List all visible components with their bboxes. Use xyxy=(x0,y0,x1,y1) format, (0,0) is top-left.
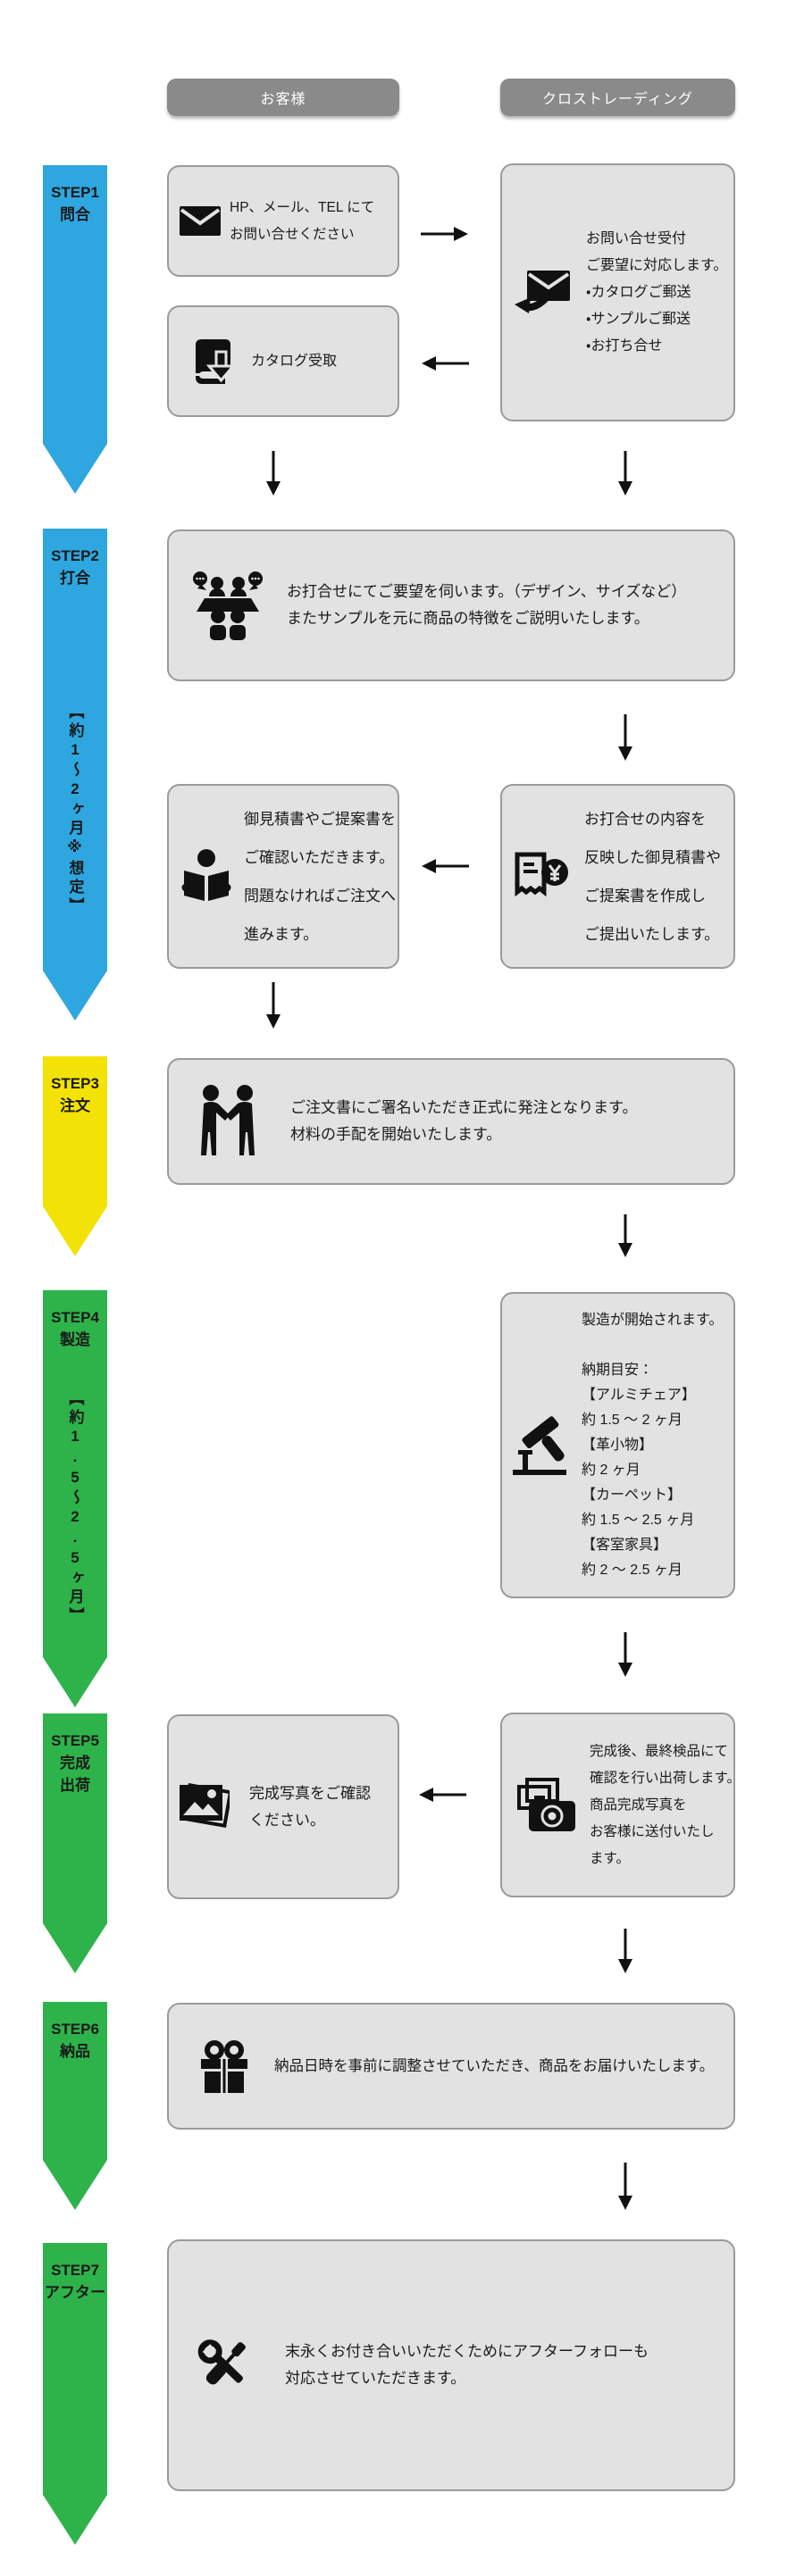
meeting-people-icon xyxy=(192,571,264,640)
flow-arrow-down-company-step2 xyxy=(616,714,634,765)
mail-icon xyxy=(180,206,221,236)
step1-customer-inquiry-text: HP、メール、TEL にてお問い合せください xyxy=(230,199,375,242)
step5-customer-photo-box: 完成写真をご確認ください。 xyxy=(167,1714,399,1899)
lane-pill-company-label: クロストレーディング xyxy=(542,92,693,107)
step1-company-reception-text: お問い合せ受付ご要望に対応します。・カタログご郵送・サンプルご郵送・お打ち合せ xyxy=(586,230,728,354)
step5-customer-photo-text: 完成写真をご確認ください。 xyxy=(249,1784,371,1829)
step1-company-reception-box: お問い合せ受付ご要望に対応します。・カタログご郵送・サンプルご郵送・お打ち合せ xyxy=(500,163,735,421)
flow-arrow-left-step1 xyxy=(421,354,469,377)
flow-arrow-down-customer-step2 xyxy=(264,982,282,1033)
step2-duration-label: 【約1～2ヶ月※想定】 xyxy=(66,704,84,916)
catalog-download-icon xyxy=(188,338,240,386)
step4-duration-label: 【約1.5～2.5ヶ月】 xyxy=(66,1390,84,1626)
step6-delivery-text: 納品日時を事前に調整させていただき、商品をお届けいたします。 xyxy=(274,2058,715,2074)
photos-icon xyxy=(178,1782,230,1831)
tools-aftercare-icon xyxy=(196,2335,253,2396)
flow-arrow-right-step1 xyxy=(421,225,469,247)
step3-order-text: ご注文書にご署名いただき正式に発注となります。材料の手配を開始いたします。 xyxy=(290,1099,638,1143)
handshake-icon xyxy=(196,1085,260,1158)
step2-company-estimate-box: お打合せの内容を反映した御見積書やご提案書を作成しご提出いたします。 xyxy=(500,784,735,969)
lane-pill-customer: お客様 xyxy=(167,79,399,116)
step2-meeting-box: お打合せにてご要望を伺います。（デザイン、サイズなど）またサンプルを元に商品の特… xyxy=(167,529,735,681)
estimate-yen-document-icon xyxy=(513,851,570,903)
step5-company-inspection-box: 完成後、最終検品にて確認を行い出荷します。商品完成写真をお客様に送付いたします。 xyxy=(500,1713,741,1897)
step5-company-inspection-text: 完成後、最終検品にて確認を行い出荷します。商品完成写真をお客様に送付いたします。 xyxy=(590,1743,741,1866)
mail-reply-icon xyxy=(515,270,570,315)
flow-arrow-left-step2 xyxy=(421,857,469,880)
flow-arrow-down-customer-step1 xyxy=(264,451,282,500)
step7-after-box: 末永くお付き合いいただくためにアフターフォローも対応させていただきます。 xyxy=(167,2239,735,2491)
step4-manufacturing-box: 製造が開始されます。 納期目安：【アルミチェア】約 1.5 ～ 2 ヶ月【革小物… xyxy=(500,1292,735,1598)
step2-company-estimate-text: お打合せの内容を反映した御見積書やご提案書を作成しご提出いたします。 xyxy=(584,810,721,943)
flow-arrow-down-company-step4 xyxy=(616,1632,634,1681)
flow-arrow-left-step5 xyxy=(418,1786,466,1808)
flow-arrow-down-company-step6 xyxy=(616,2163,634,2214)
step2-meeting-text: お打合せにてご要望を伺います。（デザイン、サイズなど）またサンプルを元に商品の特… xyxy=(287,583,687,627)
flow-arrow-down-company-step3 xyxy=(616,1214,634,1262)
step3-order-box: ご注文書にご署名いただき正式に発注となります。材料の手配を開始いたします。 xyxy=(167,1058,735,1185)
camera-photos-icon xyxy=(513,1777,577,1833)
step4-manufacturing-text: 製造が開始されます。 納期目安：【アルミチェア】約 1.5 ～ 2 ヶ月【革小物… xyxy=(582,1313,724,1578)
hammer-manufacturing-icon xyxy=(511,1414,577,1477)
flow-arrow-down-company-step1 xyxy=(616,451,634,500)
step7-after-text: 末永くお付き合いいただくためにアフターフォローも対応させていただきます。 xyxy=(285,2343,649,2387)
step1-catalog-receive-box: カタログ受取 xyxy=(167,305,399,417)
step1-catalog-receive-text: カタログ受取 xyxy=(251,353,338,369)
reading-person-icon xyxy=(181,848,231,905)
gift-box-icon xyxy=(199,2039,249,2093)
step1-customer-inquiry-box: HP、メール、TEL にてお問い合せください xyxy=(167,165,399,277)
step2-customer-confirm-text: 御見積書やご提案書をご確認いただきます。問題なければご注文へ進みます。 xyxy=(244,810,396,943)
lane-pill-customer-label: お客様 xyxy=(260,92,306,107)
step2-customer-confirm-box: 御見積書やご提案書をご確認いただきます。問題なければご注文へ進みます。 xyxy=(167,784,399,969)
lane-pill-company: クロストレーディング xyxy=(500,79,735,116)
flow-arrow-down-company-step5 xyxy=(616,1929,634,1978)
step6-delivery-box: 納品日時を事前に調整させていただき、商品をお届けいたします。 xyxy=(167,2003,735,2130)
